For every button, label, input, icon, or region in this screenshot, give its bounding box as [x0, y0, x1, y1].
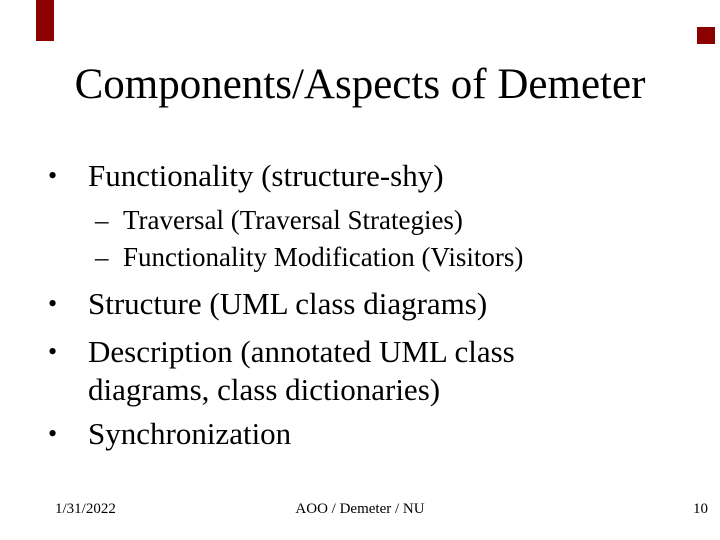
dash-icon: –: [95, 242, 109, 272]
bullet-item: • Structure (UML class diagrams): [48, 285, 572, 323]
bullet-item: • Synchronization: [48, 415, 572, 453]
bullet-item: • Description (annotated UML class diagr…: [48, 333, 572, 409]
footer: 1/31/2022 AOO / Demeter / NU 10: [0, 500, 720, 522]
accent-square-icon: [697, 27, 715, 44]
bullet-text: Synchronization: [88, 416, 292, 451]
page-title: Components/Aspects of Demeter: [74, 61, 646, 108]
bullet-text: Functionality (structure-shy): [88, 158, 444, 193]
footer-course: AOO / Demeter / NU: [295, 501, 425, 517]
bullet-icon: •: [48, 161, 58, 190]
bullet-text: Structure (UML class diagrams): [88, 286, 488, 321]
bullet-list: • Functionality (structure-shy) – Traver…: [48, 157, 572, 453]
footer-page-number: 10: [693, 501, 708, 517]
accent-bar-icon: [36, 0, 54, 41]
sub-bullet-text: Traversal (Traversal Strategies): [123, 205, 463, 235]
bullet-icon: •: [48, 289, 58, 318]
sub-bullet-text: Functionality Modification (Visitors): [123, 242, 524, 272]
bullet-item: • Functionality (structure-shy): [48, 157, 572, 195]
bullet-icon: •: [48, 419, 58, 448]
sub-bullet-list: – Traversal (Traversal Strategies) – Fun…: [48, 202, 572, 276]
sub-bullet-item: – Traversal (Traversal Strategies): [48, 202, 572, 239]
dash-icon: –: [95, 205, 109, 235]
bullet-text: Description (annotated UML class diagram…: [88, 334, 515, 407]
sub-bullet-item: – Functionality Modification (Visitors): [48, 239, 572, 276]
bullet-icon: •: [48, 337, 58, 366]
footer-date: 1/31/2022: [55, 501, 116, 517]
